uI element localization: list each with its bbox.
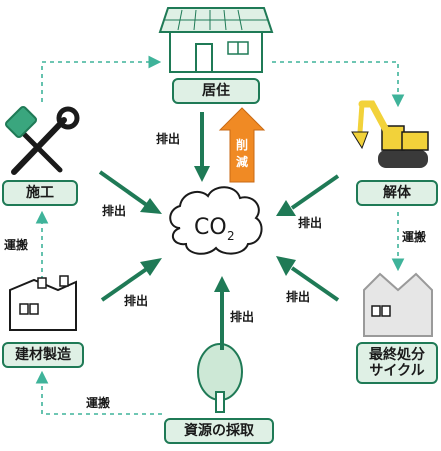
residence-to-demolition-path [272,61,405,108]
stage-manufacturing: 建材製造 [2,342,84,368]
transport-label-right: 運搬 [402,230,427,244]
emission-arrow-extraction [214,276,230,350]
co2-subscript: 2 [227,229,235,243]
factory-icon [9,275,77,331]
stage-residence: 居住 [172,78,260,104]
emission-arrow-manufacturing [100,258,162,302]
house-icon [158,7,274,73]
emission-label-construction: 排出 [102,204,127,218]
stage-disposal-line1: 最終処分 [369,347,425,363]
stage-extraction: 資源の採取 [164,418,274,444]
co2-cloud [169,186,263,255]
emission-label-disposal: 排出 [286,290,311,304]
emission-arrow-disposal [276,256,340,302]
stage-construction: 施工 [2,180,78,206]
emission-arrow-demolition [276,174,340,216]
disposal-facility-icon [363,272,433,337]
transport-label-left: 運搬 [4,238,29,252]
construction-to-residence-path [41,55,162,102]
emission-arrow-residence [194,112,210,182]
reduction-label-char2: 減 [236,154,248,169]
emission-label-demolition: 排出 [298,216,323,230]
excavator-icon [351,100,429,168]
reduction-arrow: 削 減 [218,107,266,183]
stage-disposal-line2: サイクル [369,363,425,379]
co2-label: CO [194,215,227,240]
stage-demolition: 解体 [356,180,438,206]
stage-disposal: 最終処分 サイクル [356,342,438,384]
extraction-to-manufacturing-path [35,370,162,415]
emission-arrows [98,112,340,350]
transport-flow-lines [35,55,405,415]
emission-label-residence: 排出 [156,132,181,146]
emission-label-manufacturing: 排出 [124,294,149,308]
emission-label-extraction: 排出 [230,310,255,324]
tools-icon [4,105,80,175]
reduction-label-char1: 削 [236,137,248,152]
tree-icon [197,343,243,413]
emission-arrow-construction [98,170,162,214]
transport-label-bottom: 運搬 [86,396,111,410]
